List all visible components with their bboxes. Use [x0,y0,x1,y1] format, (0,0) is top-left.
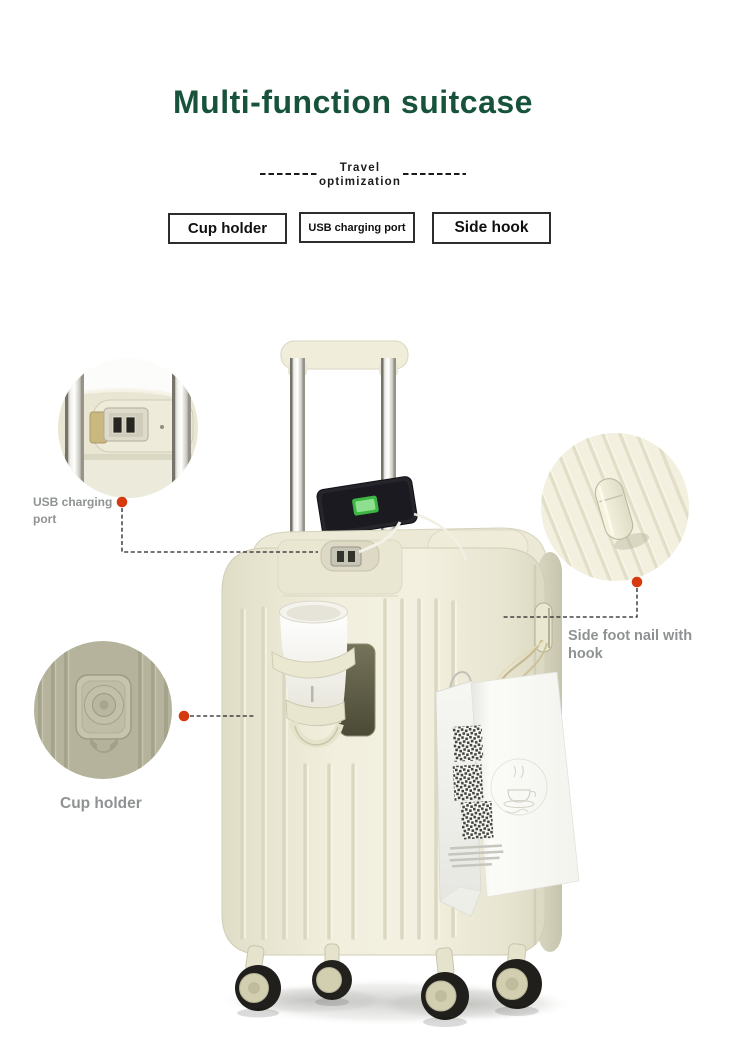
qr-code-icon [448,725,504,868]
paper-bag [435,639,580,917]
usb-callout-label-line1: USB charging [33,495,113,509]
hook-callout-label-line2: hook [568,646,603,662]
usb-marker-dot [116,496,128,508]
smartphone [316,476,418,537]
hook-callout-label: Side foot nail with hook [568,627,692,663]
feature-box-side-hook: Side hook [432,212,551,244]
feature-box-label: Side hook [454,219,529,236]
wheel [235,945,281,1018]
feature-box-usb-port: USB charging port [299,212,415,243]
wheel [312,943,352,1006]
bag-logo [490,758,548,816]
charging-cable [358,521,402,554]
subtitle-line2: optimization [318,176,402,188]
cup-straps [271,647,356,748]
cup-holder [271,600,376,748]
feature-box-cup-holder: Cup holder [168,213,287,244]
subtitle-dash-left [260,173,318,175]
subtitle-line1: Travel [339,162,381,174]
usb-callout-label-line2: port [33,512,57,526]
hook-marker-dot [631,576,643,588]
hook-callout-circle [541,433,689,581]
usb-leader-line [121,508,318,553]
usb-callout-label: USB charging port [33,494,112,528]
feature-box-label: USB charging port [308,221,406,234]
usb-callout-circle [58,358,198,498]
cup-marker-dot [178,710,190,722]
feature-box-label: Cup holder [187,220,268,237]
wheel [492,943,542,1016]
cup-callout-label-line1: Cup holder [60,795,142,812]
hook-callout-label-line1: Side foot nail with [568,628,693,644]
cup-callout-label: Cup holder [60,795,142,813]
wheel [421,947,469,1027]
hook-leader-line [502,588,638,618]
page-title: Multi-function suitcase [173,84,533,120]
battery-charging-icon [352,495,379,516]
cup-callout-circle [34,641,172,779]
usb-charging-port [320,540,380,572]
subtitle-dash-right [403,173,466,175]
handle-grip [280,340,409,370]
